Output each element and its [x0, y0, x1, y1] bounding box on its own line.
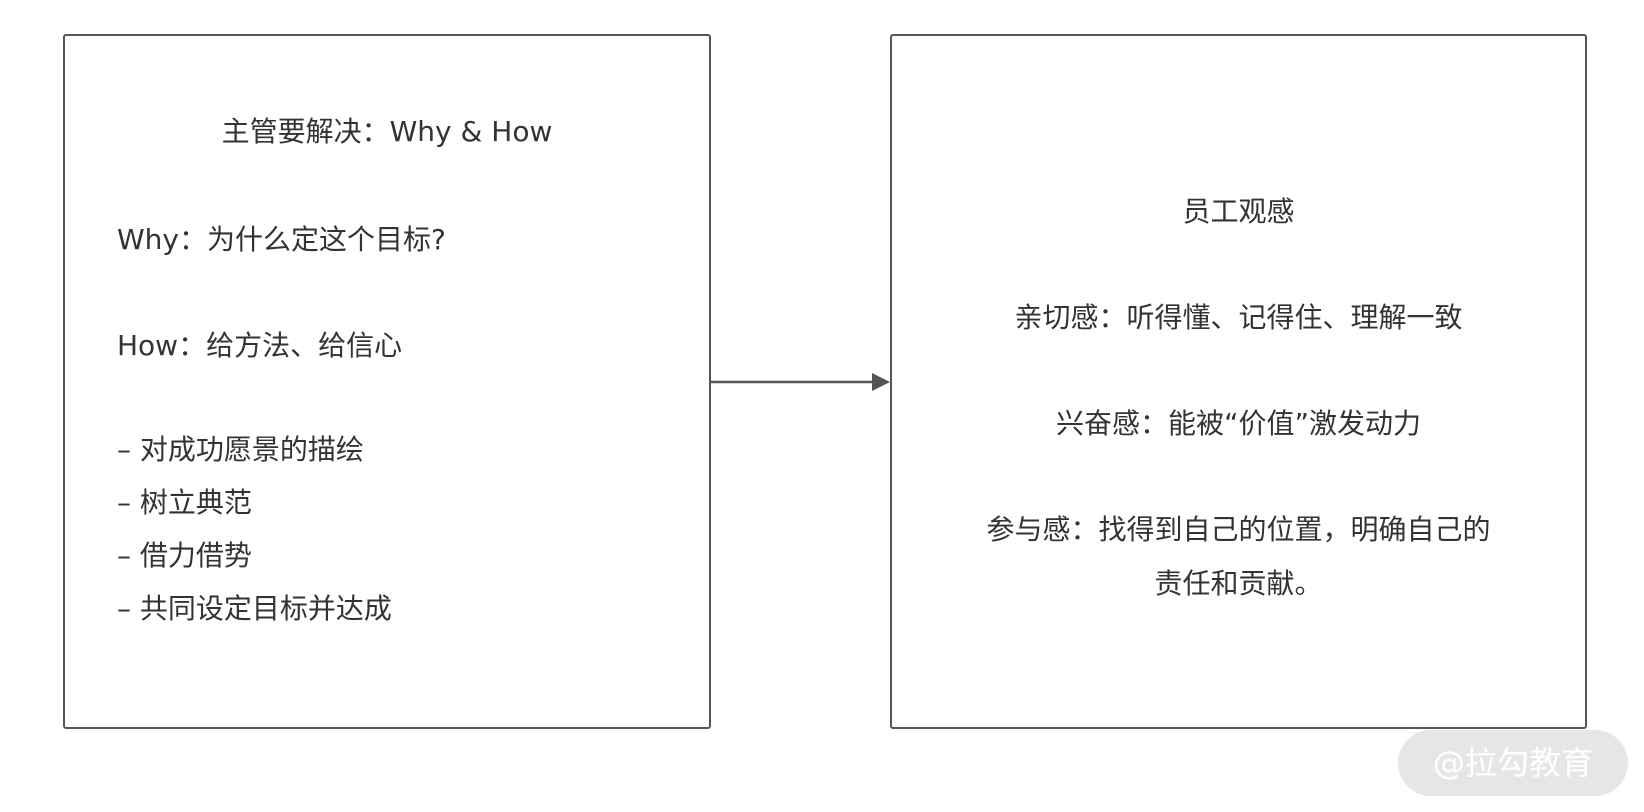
affinity-line: 亲切感：听得懂、记得住、理解一致 [1014, 301, 1463, 334]
bullet-item: – 共同设定目标并达成 [117, 592, 392, 625]
manager-box: 主管要解决：Why & How Why：为什么定这个目标? How：给方法、给信… [63, 34, 711, 729]
employee-box-title: 员工观感 [1182, 195, 1295, 228]
bullet-item: – 对成功愿景的描绘 [117, 433, 364, 466]
bullet-item: – 借力借势 [117, 539, 252, 572]
employee-box: 员工观感 亲切感：听得懂、记得住、理解一致 兴奋感：能被“价值”激发动力 参与感… [890, 34, 1587, 729]
watermark-badge: @拉勾教育 [1398, 730, 1628, 796]
why-line: Why：为什么定这个目标? [117, 223, 446, 256]
bullet-item: – 树立典范 [117, 486, 252, 519]
excitement-line: 兴奋感：能被“价值”激发动力 [1055, 407, 1421, 440]
connector-arrow [710, 373, 890, 391]
how-line: How：给方法、给信心 [117, 329, 403, 362]
manager-box-title: 主管要解决：Why & How [221, 115, 553, 148]
participation-line: 参与感：找得到自己的位置，明确自己的 [986, 513, 1491, 546]
participation-line-continued: 责任和贡献。 [1154, 567, 1323, 600]
arrow-head [872, 373, 890, 391]
